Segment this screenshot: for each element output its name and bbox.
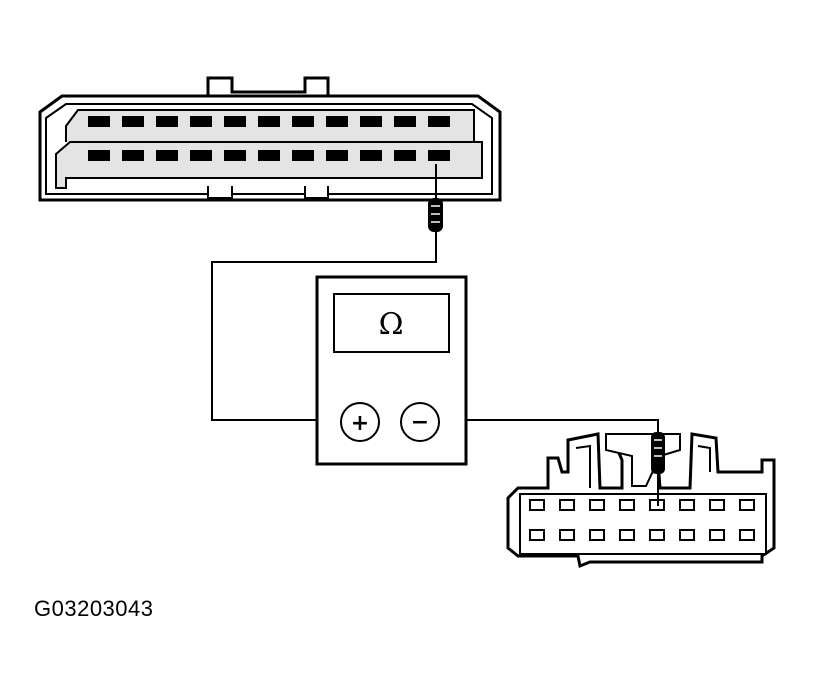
large-connector-pin — [292, 150, 314, 161]
probe-large-connector — [428, 164, 443, 232]
large-connector-pin — [258, 116, 280, 127]
small-connector-pin — [739, 529, 755, 541]
small-connector-pin — [529, 529, 545, 541]
small-connector-pin — [679, 529, 695, 541]
small-connector-pin — [709, 529, 725, 541]
large-connector-pin — [224, 116, 246, 127]
large-connector-pin — [190, 150, 212, 161]
meter-display — [333, 293, 450, 353]
figure-id: G03203043 — [34, 596, 154, 621]
large-connector-pin — [394, 150, 416, 161]
large-connector-pin — [156, 116, 178, 127]
large-connector-pin — [360, 116, 382, 127]
ohm-symbol: Ω — [379, 307, 404, 342]
small-connector-pin — [559, 529, 575, 541]
large-connector-pin — [258, 150, 280, 161]
large-connector-pin — [190, 116, 212, 127]
large-connector-pin — [156, 150, 178, 161]
small-connector-pin — [619, 499, 635, 511]
negative-terminal-label: − — [411, 410, 429, 435]
probe-small-connector — [651, 432, 665, 506]
negative-terminal — [400, 402, 440, 442]
large-connector-pin — [88, 116, 110, 127]
large-connector-pin — [326, 150, 348, 161]
small-connector-pin — [559, 499, 575, 511]
large-connector-pin — [394, 116, 416, 127]
large-connector-pin — [428, 116, 450, 127]
large-connector-pin — [224, 150, 246, 161]
large-connector-pin — [88, 150, 110, 161]
large-connector-pin — [122, 150, 144, 161]
small-connector — [506, 432, 776, 569]
test-leads — [211, 232, 659, 432]
small-connector-pin — [589, 499, 605, 511]
large-connector — [38, 76, 502, 202]
large-connector-pin — [360, 150, 382, 161]
small-connector-pin — [679, 499, 695, 511]
small-connector-pin — [709, 499, 725, 511]
multimeter — [315, 275, 468, 466]
large-connector-pin — [326, 116, 348, 127]
large-connector-pin — [122, 116, 144, 127]
small-connector-pin — [589, 529, 605, 541]
positive-terminal — [340, 402, 380, 442]
large-connector-pin — [292, 116, 314, 127]
small-connector-pin — [739, 499, 755, 511]
small-connector-pin — [619, 529, 635, 541]
large-connector-pin — [428, 150, 450, 161]
positive-terminal-label: + — [351, 411, 369, 436]
small-connector-pin — [529, 499, 545, 511]
small-connector-pin — [649, 529, 665, 541]
large-connector-pins — [88, 116, 450, 161]
